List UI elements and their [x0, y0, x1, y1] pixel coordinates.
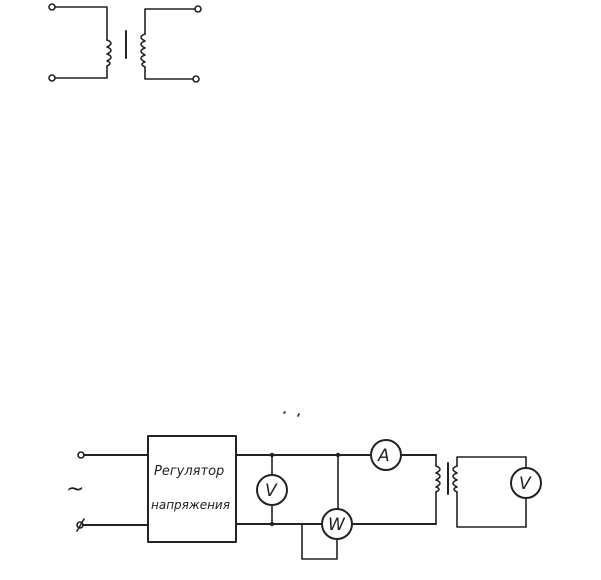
voltmeter-secondary: V: [510, 467, 542, 499]
wattmeter-label: W: [328, 515, 346, 535]
dot-w-top: [335, 452, 341, 458]
primary-lead-bottom: [53, 65, 108, 79]
test-secondary-coil: [452, 465, 458, 493]
voltmeter-secondary-label: V: [519, 474, 532, 494]
source-terminal-slash: [76, 518, 85, 532]
voltmeter-primary: V: [256, 474, 288, 506]
primary-lead-top: [53, 6, 108, 41]
terminal-secondary-bottom: [192, 75, 200, 83]
dot-v1-bottom: [269, 521, 275, 527]
ammeter: A: [370, 439, 402, 471]
regulator-box: [147, 435, 237, 543]
ac-source: ~: [66, 451, 149, 532]
stray-marks: [283, 411, 300, 417]
secondary-lead-bottom: [144, 66, 195, 80]
terminal-primary-bottom: [48, 74, 56, 82]
ammeter-label: A: [377, 446, 390, 466]
secondary-coil: [140, 33, 146, 68]
voltage-regulator: Регулятор напряжения: [147, 435, 237, 543]
wattmeter-loop: [301, 523, 338, 560]
test-secondary-lead-top: [456, 456, 527, 467]
terminal-secondary-top: [194, 5, 202, 13]
dot-v1-top: [269, 452, 275, 458]
wattmeter: W: [321, 508, 353, 540]
primary-coil: [106, 39, 112, 67]
regulator-label-line2: напряжения: [151, 498, 230, 512]
test-primary-coil: [435, 465, 441, 493]
terminal-primary-top: [48, 3, 56, 11]
ac-symbol: ~: [66, 477, 84, 502]
measurement-circuit: ~ Регулятор напряжения V W: [66, 435, 542, 560]
voltmeter-primary-label: V: [265, 481, 278, 501]
regulator-label-line1: Регулятор: [154, 464, 224, 479]
secondary-lead-top: [144, 8, 197, 35]
transformer-symbol: [48, 3, 202, 83]
test-secondary-lead-bottom: [456, 491, 527, 528]
test-transformer: [435, 454, 527, 528]
